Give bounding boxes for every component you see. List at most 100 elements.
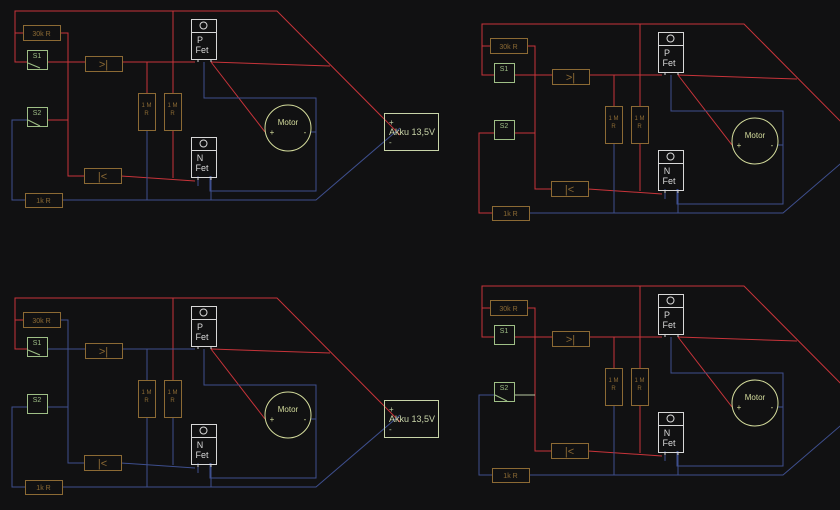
resistor-1m-a [138, 380, 156, 418]
diode-reverse [551, 181, 589, 197]
battery-akku [384, 400, 439, 438]
pfet-pins [197, 346, 212, 349]
switch-s1-label: S1 [500, 328, 509, 335]
supply-positive-wire [481, 285, 840, 384]
gate-net-wire [514, 74, 662, 106]
resistor-1k [25, 480, 63, 495]
gate-net-wire [47, 61, 195, 93]
diode-forward-label: >| [566, 334, 575, 346]
s1-left-wire [481, 308, 494, 338]
nfet-label: Fet [195, 450, 209, 460]
resistor-30k-label: 30k R [499, 44, 517, 51]
resistor-1m-b [631, 368, 649, 406]
resistor-1k [25, 193, 63, 208]
switch-s2 [27, 394, 48, 414]
resistor-1m-a-label: R [611, 124, 616, 130]
akku-label: Akku 13,5V [389, 414, 435, 424]
nfet-type-label: N [664, 166, 671, 176]
s2-left-wire [11, 406, 27, 488]
bias-net-wire [60, 32, 196, 182]
resistor-30k-label: 30k R [499, 306, 517, 313]
switch-s1 [494, 325, 515, 345]
resistor-1m-a-label: 1 M [608, 116, 618, 122]
diode-forward [552, 331, 590, 347]
supply-positive-wire [14, 297, 401, 423]
resistor-1m-b [164, 93, 182, 131]
pfet-type-label: P [197, 35, 203, 45]
nfet-mount-hole-icon [666, 152, 675, 161]
switch-s1 [494, 63, 515, 83]
diode-reverse [84, 168, 122, 184]
diode-reverse-label: |< [98, 171, 107, 183]
resistor-1m-a-label: 1 M [608, 378, 618, 384]
switch-s1-label: S1 [33, 53, 42, 60]
resistor-1m-b-label: R [637, 124, 642, 130]
switch-s2-label: S2 [500, 123, 509, 130]
bias-net-wire [527, 45, 663, 195]
motor-label: Motor [745, 131, 766, 140]
nfet-type-label: N [197, 153, 204, 163]
diode-forward [85, 343, 123, 359]
switch-s2-lever [27, 119, 41, 127]
bias-net-wire [527, 307, 663, 457]
pfet-mount-hole-icon [666, 34, 675, 43]
resistor-1k-label: 1k R [503, 473, 517, 480]
resistor-30k-label: 30k R [32, 31, 50, 38]
diode-forward [85, 56, 123, 72]
diode-forward-label: >| [99, 346, 108, 358]
s2-left-wire [478, 132, 494, 214]
motor-body [731, 117, 779, 165]
motor-label: Motor [278, 118, 299, 127]
motor-minus-label: - [304, 128, 307, 137]
pfet-drain-ground-wire [670, 75, 784, 205]
switch-s2-lever [494, 394, 508, 402]
motor-plus-label: + [737, 403, 742, 412]
motor-minus-label: - [304, 415, 307, 424]
pfet-body [191, 306, 217, 347]
resistor-1m-b-label: R [637, 386, 642, 392]
resistor-30k [23, 312, 61, 328]
pfet-mount-hole-icon [199, 308, 208, 317]
pfet-pins [664, 72, 679, 75]
motor-plus-label: + [270, 415, 275, 424]
resistor-1m-b [631, 106, 649, 144]
pfet-source-wire [677, 74, 798, 80]
resistor-1k-label: 1k R [36, 485, 50, 492]
switch-s1-label: S1 [500, 66, 509, 73]
pfet-source-wire [210, 348, 331, 354]
pfet-drain-ground-wire [670, 337, 784, 467]
switch-s2-label: S2 [500, 385, 509, 392]
s1-left-wire [14, 33, 27, 63]
switch-s2-label: S2 [33, 110, 42, 117]
motor-plus-label: + [737, 141, 742, 150]
pfet-body [191, 19, 217, 60]
nfet-label: Fet [662, 438, 676, 448]
motor-label: Motor [278, 405, 299, 414]
akku-minus-label: - [389, 138, 392, 147]
nfet-mount-hole-icon [666, 414, 675, 423]
diode-reverse-label: |< [98, 458, 107, 470]
motor-label: Motor [745, 393, 766, 402]
resistor-1m-a [605, 368, 623, 406]
akku-label: Akku 13,5V [389, 127, 435, 137]
motor-body [264, 391, 312, 439]
resistor-1m-b-label: R [170, 111, 175, 117]
pfet-mount-hole-icon [199, 21, 208, 30]
s1-left-wire [14, 320, 27, 350]
akku-plus-label: + [389, 118, 394, 127]
motor-minus-label: - [771, 403, 774, 412]
nfet-body [658, 412, 684, 453]
resistor-1m-b [164, 380, 182, 418]
akku-minus-label: - [389, 425, 392, 434]
resistor-30k [490, 38, 528, 54]
resistor-1k-label: 1k R [503, 211, 517, 218]
pfet-label: Fet [195, 332, 209, 342]
pfet-drain-ground-wire [203, 62, 317, 192]
resistor-30k-label: 30k R [32, 318, 50, 325]
diode-forward-label: >| [566, 72, 575, 84]
motor-minus-label: - [771, 141, 774, 150]
s2-left-wire [478, 394, 494, 476]
